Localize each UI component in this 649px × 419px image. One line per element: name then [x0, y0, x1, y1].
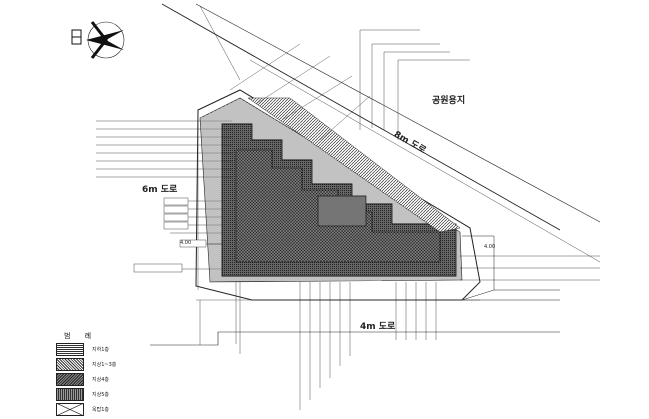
legend-label-rooftop: 옥탑1층 — [92, 407, 109, 413]
bottom-road-lines — [150, 300, 560, 346]
road-left-label: 6m 도로 — [142, 185, 178, 195]
right-leader-lines — [460, 255, 600, 281]
legend-label-1-3: 지상1~3층 — [92, 362, 117, 368]
legend-label-4: 지상4층 — [92, 377, 109, 383]
legend-title: 범 례 — [64, 332, 98, 340]
legend-swatch-4 — [56, 373, 84, 386]
legend-swatch-5 — [56, 388, 84, 401]
dimension-left: 4.00 — [180, 240, 192, 246]
left-leader-lines — [96, 120, 232, 270]
rooftop-block — [317, 195, 367, 227]
legend-label-b1: 지하1층 — [92, 347, 109, 353]
north-arrow-icon — [71, 21, 125, 59]
setback-strip — [247, 97, 461, 233]
legend-label-5: 지상5층 — [92, 392, 109, 398]
park-label: 공원용지 — [432, 96, 466, 106]
legend-swatch-b1 — [56, 343, 84, 356]
road-bottom-label: 4m 도로 — [360, 322, 396, 332]
setback-lines — [196, 43, 480, 301]
legend-swatch-1-3 — [56, 358, 84, 371]
legend-swatch-rooftop — [56, 403, 84, 416]
dimension-right: 4.00 — [484, 244, 496, 250]
bottom-leader-lines — [235, 282, 437, 410]
top-leader-lines — [359, 29, 470, 140]
right-boundary-lines — [461, 235, 560, 301]
small-dimension-boxes — [133, 197, 207, 273]
